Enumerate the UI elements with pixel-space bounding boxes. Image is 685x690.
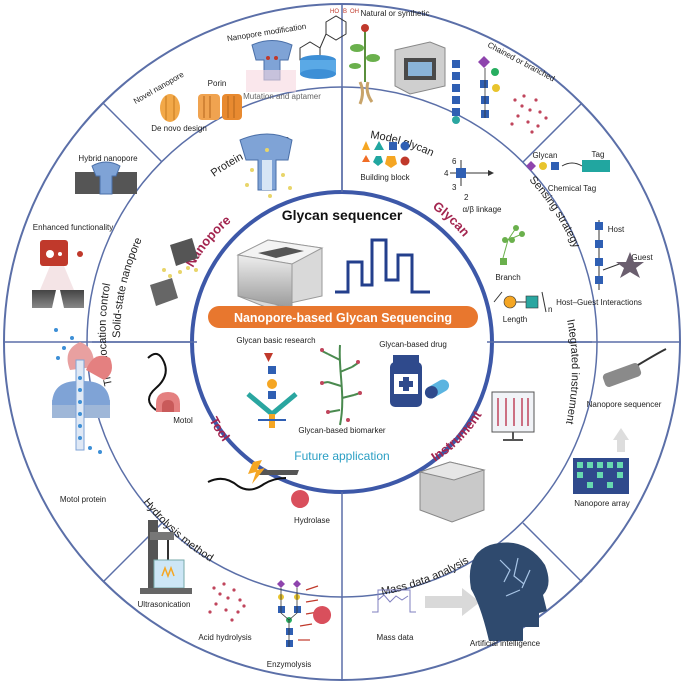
ultrasonicator-icon: [140, 520, 192, 594]
right-arrow-icon: [425, 588, 480, 616]
svg-text:2: 2: [464, 193, 469, 202]
motol-label: Motol: [173, 416, 193, 425]
porin-icon: [198, 94, 242, 120]
enhanced-functionality-label: Enhanced functionality: [33, 223, 114, 232]
mass-data-trace-icon: [372, 589, 416, 613]
acid-hydrolysis-icon: [208, 582, 246, 622]
enhanced-functionality-icon: [32, 240, 84, 308]
hybrid-nanopore-label: Hybrid nanopore: [78, 154, 138, 163]
building-block-icons: [362, 141, 410, 168]
basic-research-label: Glycan basic research: [236, 336, 315, 345]
glycan-inner-panel: Building block 6 4 3 2 α/β linkage Branc…: [360, 141, 552, 324]
protein-pore-icon: [239, 133, 293, 198]
de-novo-icon: [160, 94, 180, 122]
porin-label: Porin: [208, 79, 227, 88]
nanopore-sequencer-label: Nanopore sequencer: [587, 400, 662, 409]
acid-hydrolysis-label: Acid hydrolysis: [198, 633, 251, 642]
dna-strand-icon: [147, 352, 167, 411]
signal-trace-icon: [335, 238, 430, 294]
svg-text:OH: OH: [350, 9, 359, 15]
branched-cluster-icon: [510, 94, 548, 134]
biomarker-glycan-icon: [321, 344, 361, 426]
instrument-inner-panel: [257, 391, 535, 523]
mass-data-label: Mass data: [377, 633, 414, 642]
membrane-cylinder-icon: [300, 55, 336, 79]
mutation-aptamer-label: Mutation and aptamer: [243, 92, 321, 101]
tag-label: Tag: [592, 150, 605, 159]
branch-label: Branch: [495, 273, 520, 282]
center-title: Glycan sequencer: [282, 207, 403, 223]
branch-icon: [500, 225, 525, 265]
chemical-tag-icon: [526, 160, 610, 172]
nanopore-array-label: Nanopore array: [574, 499, 630, 508]
banner: [208, 306, 478, 328]
nanopore-array-icon: [573, 458, 629, 494]
host-guest-label: Host–Guest Interactions: [556, 298, 642, 307]
enzymolysis-glycan-icon: [277, 580, 332, 647]
outer-ring: [3, 3, 681, 681]
monitor-icon: [491, 391, 535, 441]
ultrasonication-label: Ultrasonication: [138, 600, 191, 609]
motol-icon: [156, 392, 180, 412]
drug-label: Glycan-based drug: [379, 340, 447, 349]
upward-arrow-icon: [613, 428, 629, 452]
linkage-label: α/β linkage: [462, 205, 502, 214]
svg-text:3: 3: [452, 183, 457, 192]
integrated-instrument-panel: Integrated instrument Nanopore sequencer…: [563, 318, 667, 508]
lightning-icon: [248, 460, 265, 484]
motol-protein-label: Motol protein: [60, 495, 106, 504]
solid-state-pore-icon: [150, 238, 198, 306]
svg-text:B: B: [343, 9, 347, 15]
biomarker-label: Glycan-based biomarker: [298, 426, 385, 435]
tool-inner-panel: Motol Hydrolase: [147, 352, 331, 525]
future-application-label: Future application: [294, 449, 389, 463]
motol-protein-icon: [52, 328, 112, 454]
banner-text: Nanopore-based Glycan Sequencing: [234, 311, 452, 325]
ai-head-icon: [469, 542, 549, 641]
branched-glycan-icon: [478, 56, 500, 118]
guest-label: Guest: [631, 253, 653, 262]
mutation-pore-icon: [246, 40, 296, 92]
natural-synthetic-label: Natural or synthetic: [361, 9, 430, 18]
chemical-tag-label: Chemical Tag: [548, 184, 596, 193]
enzymolysis-label: Enzymolysis: [267, 660, 311, 669]
sequencer-device-icon: [236, 239, 324, 309]
synthesizer-icon: [394, 41, 446, 95]
hydrolase-label: Hydrolase: [294, 516, 331, 525]
building-block-label: Building block: [360, 173, 410, 182]
host-guest-icon: [595, 220, 644, 290]
antibody-glycan-icon: [246, 353, 298, 428]
hybrid-panel: Hybrid nanopore Enhanced functionality: [32, 154, 138, 308]
host-label: Host: [608, 225, 625, 234]
de-novo-label: De novo design: [151, 124, 207, 133]
svg-text:6: 6: [452, 157, 457, 166]
hybrid-pore-icon: [75, 161, 137, 195]
ai-label: Artificial intelligence: [470, 639, 541, 648]
strand-icon: [207, 477, 287, 491]
nanopore-sequencer-icon: [602, 348, 667, 387]
linkage-diagram-icon: 6 4 3 2: [444, 157, 494, 202]
chained-glycan-icon: [452, 60, 460, 124]
svg-text:n: n: [548, 305, 552, 314]
svg-text:4: 4: [444, 169, 449, 178]
plant-icon: [349, 24, 380, 105]
length-label: Length: [503, 315, 527, 324]
glycan-tag-label: Glycan: [533, 151, 558, 160]
hydrolase-icon: [291, 490, 310, 508]
length-icon: n: [493, 291, 552, 314]
svg-text:HO: HO: [330, 9, 339, 15]
drug-bottle-icon: [390, 355, 450, 407]
benchtop-instrument-icon: [257, 461, 486, 523]
biomarker-beads: [320, 348, 362, 422]
